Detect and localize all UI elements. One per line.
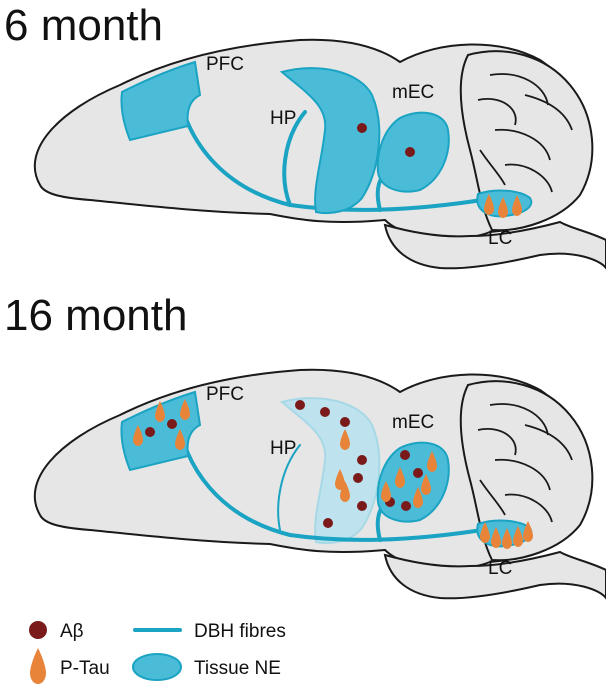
ptau-icon [30,648,46,684]
panel-title: 6 month [4,1,163,50]
hp-tissue-ne [279,67,381,215]
abeta-plaque [295,400,305,410]
panel-title: 16 month [4,291,187,340]
abeta-plaque [353,473,363,483]
mec-label: mEC [392,82,434,103]
abeta-plaque [401,501,411,511]
legend-label-abeta: Aβ [60,621,84,642]
lc-label: LC [488,558,512,579]
lc-label: LC [488,228,512,249]
abeta-plaque [413,468,423,478]
abeta-plaque [357,501,367,511]
legend-label-tissue-ne: Tissue NE [194,658,281,679]
pfc-label: PFC [206,54,244,75]
abeta-plaque [320,407,330,417]
legend-label-dbh: DBH fibres [194,621,286,642]
tissue-ne-icon [132,653,182,681]
hp-label: HP [270,108,296,129]
abeta-plaque [340,417,350,427]
mec-label: mEC [392,412,434,433]
legend: Aβ P-Tau DBH fibres Tissue NE [29,621,286,684]
legend-item-tissue-ne: Tissue NE [132,653,281,681]
abeta-plaque [167,419,177,429]
legend-item-ptau: P-Tau [30,648,110,684]
abeta-plaque [357,455,367,465]
abeta-plaque [405,147,415,157]
abeta-plaque [357,123,367,133]
abeta-plaque [323,518,333,528]
pfc-label: PFC [206,384,244,405]
hp-label: HP [270,438,296,459]
panel-16-month: 16 month [4,291,606,600]
panel-6-month: 6 month PFC HP mEC LC [4,1,606,270]
abeta-plaque [145,427,155,437]
legend-label-ptau: P-Tau [60,658,110,679]
legend-item-abeta: Aβ [29,621,84,642]
abeta-plaque [400,450,410,460]
legend-item-dbh: DBH fibres [133,621,286,642]
abeta-icon [29,621,47,639]
pfc-tissue-ne [120,60,202,142]
